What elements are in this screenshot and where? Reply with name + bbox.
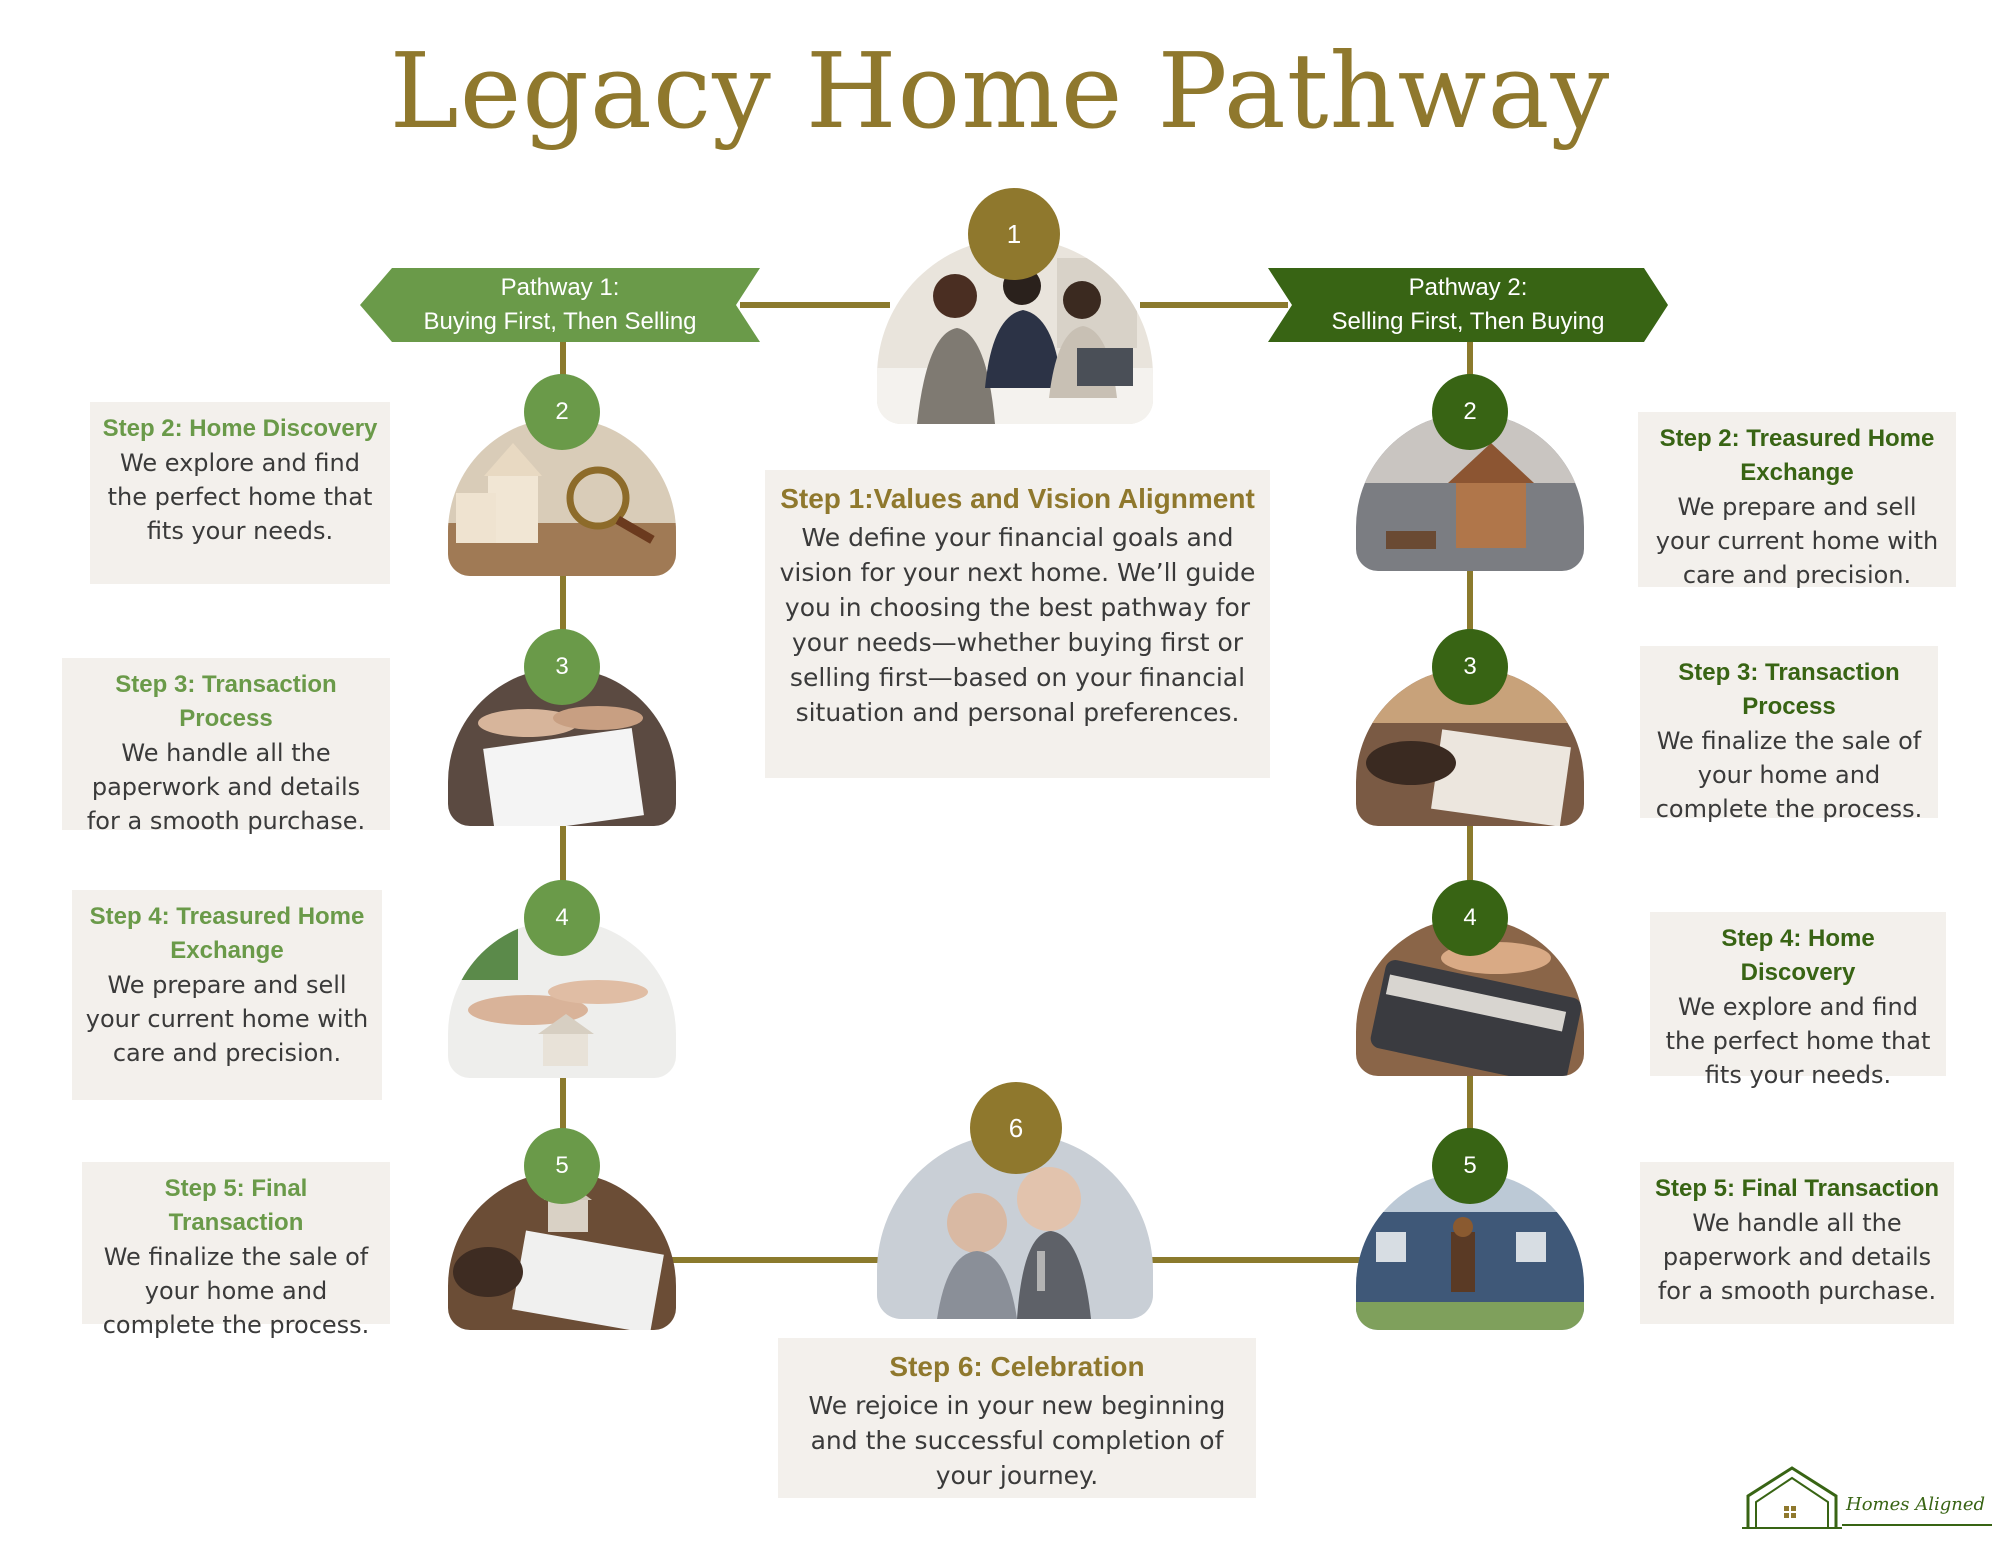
left-step4-card: Step 4: Treasured Home Exchange We prepa… — [72, 890, 382, 1100]
left-step4-heading: Step 4: Treasured Home Exchange — [89, 903, 365, 964]
left-step3-heading: Step 3: Transaction Process — [115, 671, 337, 732]
connector-top-left — [740, 302, 890, 308]
logo-underline — [1842, 1524, 1992, 1526]
left-step3-badge: 3 — [524, 629, 600, 705]
right-step5-heading: Step 5: Final Transaction — [1654, 1175, 1940, 1202]
left-step2-body: We explore and find the perfect home tha… — [107, 449, 373, 545]
right-step5-body: We handle all the paperwork and details … — [1657, 1209, 1937, 1305]
right-step2-body: We prepare and sell your current home wi… — [1655, 493, 1939, 589]
homes-aligned-logo: Homes Aligned — [1742, 1462, 1992, 1536]
right-step2-badge: 2 — [1432, 374, 1508, 450]
left-step2-badge: 2 — [524, 374, 600, 450]
step1-body: We define your financial goals and visio… — [779, 523, 1256, 727]
left-step5-body: We finalize the sale of your home and co… — [102, 1243, 370, 1339]
logo-text: Homes Aligned — [1846, 1494, 1986, 1515]
right-step3-body: We finalize the sale of your home and co… — [1655, 727, 1923, 823]
pathway1-label-line1: Pathway 1: — [500, 274, 620, 301]
step6-heading: Step 6: Celebration — [889, 1351, 1145, 1382]
connector-bottom-left — [670, 1257, 890, 1263]
step1-card: Step 1:Values and Vision Alignment We de… — [765, 470, 1270, 778]
right-step3-heading: Step 3: Transaction Process — [1678, 659, 1900, 720]
left-step4-badge: 4 — [524, 880, 600, 956]
step6-card: Step 6: Celebration We rejoice in your n… — [778, 1338, 1256, 1498]
right-step4-badge: 4 — [1432, 880, 1508, 956]
connector-top-right — [1140, 302, 1288, 308]
right-step5-card: Step 5: Final Transaction We handle all … — [1640, 1162, 1954, 1324]
left-step3-body: We handle all the paperwork and details … — [86, 739, 366, 835]
right-step3-badge: 3 — [1432, 629, 1508, 705]
left-step5-heading: Step 5: Final Transaction — [164, 1175, 308, 1236]
pathway2-label-line1: Pathway 2: — [1408, 274, 1528, 301]
right-step2-heading: Step 2: Treasured Home Exchange — [1659, 425, 1935, 486]
pathway2-banner: Pathway 2: Selling First, Then Buying — [1268, 268, 1668, 342]
step6-badge: 6 — [970, 1082, 1062, 1174]
house-logo-icon — [1742, 1466, 1842, 1529]
pathway1-label-line2: Buying First, Then Selling — [423, 308, 697, 335]
right-step4-body: We explore and find the perfect home tha… — [1665, 993, 1931, 1089]
step1-heading: Step 1:Values and Vision Alignment — [780, 483, 1255, 514]
pathway2-label-line2: Selling First, Then Buying — [1331, 308, 1605, 335]
right-step3-card: Step 3: Transaction Process We finalize … — [1640, 646, 1938, 823]
connector-bottom-right — [1150, 1257, 1360, 1263]
left-step4-body: We prepare and sell your current home wi… — [85, 971, 369, 1067]
pathway1-banner: Pathway 1: Buying First, Then Selling — [360, 268, 760, 342]
left-step5-badge: 5 — [524, 1128, 600, 1204]
right-step4-card: Step 4: Home Discovery We explore and fi… — [1650, 912, 1946, 1089]
step6-body: We rejoice in your new beginning and the… — [808, 1391, 1226, 1490]
right-step5-badge: 5 — [1432, 1128, 1508, 1204]
left-step2-heading: Step 2: Home Discovery — [102, 415, 378, 442]
left-step5-card: Step 5: Final Transaction We finalize th… — [82, 1162, 390, 1339]
left-step3-card: Step 3: Transaction Process We handle al… — [62, 658, 390, 835]
left-step2-card: Step 2: Home Discovery We explore and fi… — [90, 402, 390, 584]
page-title: Legacy Home Pathway — [389, 30, 1611, 152]
right-step4-heading: Step 4: Home Discovery — [1721, 925, 1875, 986]
step1-badge: 1 — [968, 188, 1060, 280]
right-step2-card: Step 2: Treasured Home Exchange We prepa… — [1638, 412, 1956, 589]
